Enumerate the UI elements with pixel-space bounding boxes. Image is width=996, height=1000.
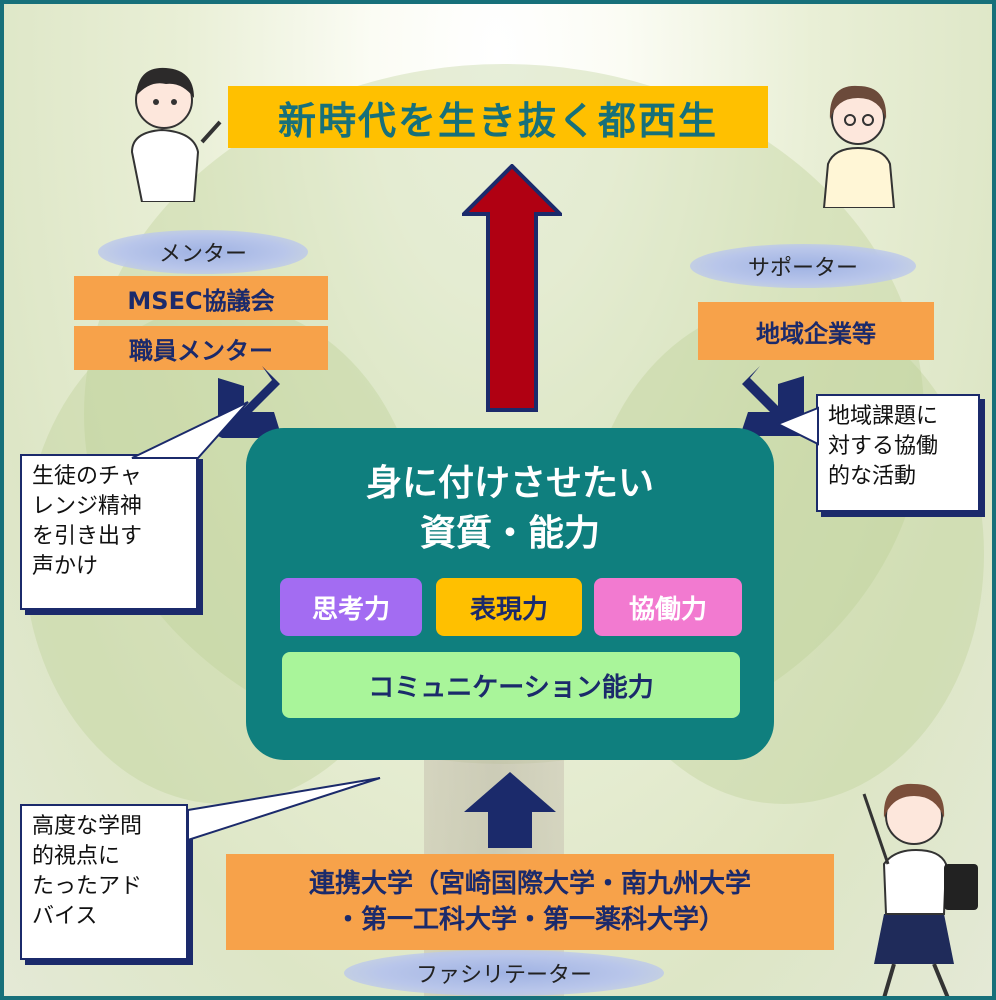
mentor-callout-tail — [131, 401, 249, 459]
mentor-callout-line: 生徒のチャ — [32, 464, 142, 489]
facilitator-callout-line: バイス — [32, 904, 98, 929]
competencies-title-line1: 身に付けさせたい — [365, 463, 654, 504]
competencies-box: 身に付けさせたい 資質・能力 思考力 表現力 協働力 コミュニケーション能力 — [246, 428, 774, 760]
student-boy-illustration — [130, 67, 222, 202]
mentor-role-label: メンター — [98, 230, 308, 274]
facilitator-role-label: ファシリテーター — [344, 950, 664, 996]
ability-expression: 表現力 — [436, 578, 582, 636]
supporter-role-label: サポーター — [690, 244, 916, 288]
facilitator-callout-tail — [187, 777, 381, 842]
mentor-callout-line: 声かけ — [32, 554, 99, 579]
growth-arrow-icon — [462, 164, 562, 412]
ability-collaboration: 協働力 — [594, 578, 742, 636]
mentor-callout-line: を引き出す — [32, 524, 143, 549]
supporter-callout-line: 地域課題に — [828, 404, 939, 429]
universities-line1: 連携大学（宮崎国際大学・南九州大学 — [308, 869, 751, 899]
mentor-item-staff: 職員メンター — [74, 326, 328, 370]
supporter-callout: 地域課題に 対する協働 的な活動 — [816, 394, 980, 512]
supporter-item-companies: 地域企業等 — [698, 302, 934, 360]
ability-thinking: 思考力 — [280, 578, 422, 636]
facilitator-callout-line: 的視点に — [32, 844, 121, 869]
mentor-item-msec: MSEC協議会 — [74, 276, 328, 320]
supporter-arrow-icon — [740, 366, 804, 436]
supporter-callout-tail — [775, 406, 819, 446]
mentor-callout: 生徒のチャ レンジ精神 を引き出す 声かけ — [20, 454, 198, 610]
facilitator-callout: 高度な学問 的視点に たったアド バイス — [20, 804, 188, 960]
supporter-callout-line: 対する協働 — [828, 434, 939, 459]
student-girl-running-illustration — [862, 783, 978, 996]
facilitator-arrow-icon — [464, 772, 556, 848]
mentor-arrow-icon — [218, 366, 282, 438]
goal-title: 新時代を生き抜く都西生 — [228, 86, 768, 148]
mentor-callout-line: レンジ精神 — [32, 494, 143, 519]
universities-line2: ・第一工科大学・第一薬科大学） — [334, 905, 725, 935]
facilitator-callout-line: 高度な学問 — [32, 814, 143, 839]
supporter-callout-line: 的な活動 — [828, 464, 917, 489]
facilitator-callout-line: たったアド — [32, 874, 143, 899]
partner-universities: 連携大学（宮崎国際大学・南九州大学 ・第一工科大学・第一薬科大学） — [226, 854, 834, 950]
ability-communication: コミュニケーション能力 — [282, 652, 740, 718]
student-girl-illustration — [822, 85, 896, 208]
competencies-title-line2: 資質・能力 — [419, 513, 600, 554]
